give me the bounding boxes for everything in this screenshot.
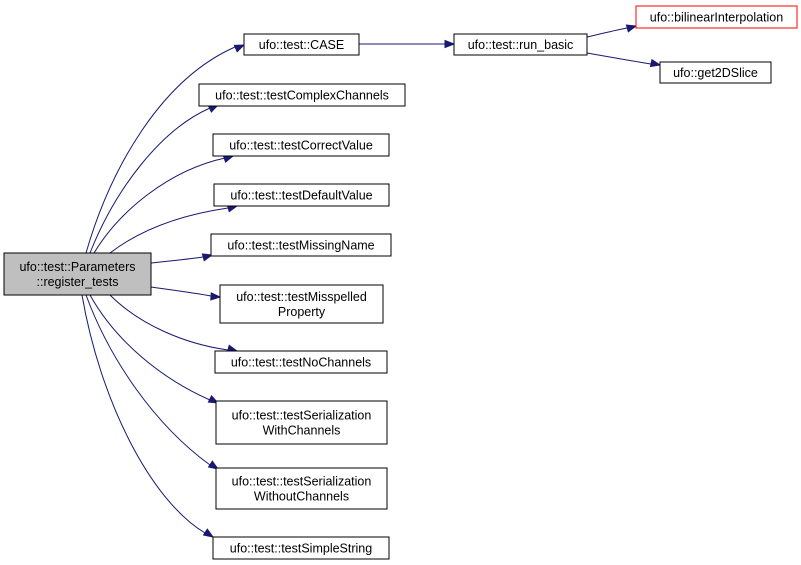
- edge-to-serwith: [89, 294, 211, 401]
- node-box-get2d[interactable]: [659, 61, 772, 84]
- node-box-serwith[interactable]: [215, 400, 388, 445]
- arrowhead-case: [233, 44, 246, 53]
- edge-to-bilinear: [586, 27, 628, 38]
- arrowhead-missingname: [201, 253, 214, 262]
- node-box-run_basic[interactable]: [453, 33, 588, 56]
- node-default[interactable]: ufo::test::testDefaultValue: [213, 183, 390, 207]
- node-label-simplestring: ufo::test::testSimpleString: [230, 542, 372, 556]
- edge-to-misspelled: [150, 286, 212, 297]
- node-box-default[interactable]: [213, 183, 390, 207]
- arrowhead-get2d: [649, 58, 662, 68]
- node-nochannels[interactable]: ufo::test::testNoChannels: [214, 350, 388, 374]
- node-label-serwithout: WithoutChannels: [254, 490, 349, 504]
- node-root[interactable]: ufo::test::Parameters::register_tests: [3, 252, 152, 296]
- edge-to-serwithout: [85, 294, 211, 466]
- node-label-run_basic: ufo::test::run_basic: [468, 38, 574, 52]
- node-label-default: ufo::test::testDefaultValue: [230, 189, 372, 203]
- node-label-serwith: WithChannels: [263, 424, 341, 438]
- node-correct[interactable]: ufo::test::testCorrectValue: [212, 133, 390, 157]
- node-label-bilinear: ufo::bilinearInterpolation: [650, 11, 783, 25]
- node-box-simplestring[interactable]: [212, 536, 390, 560]
- edge-to-correct: [93, 157, 226, 254]
- edge-to-complex: [89, 107, 211, 254]
- node-missingname[interactable]: ufo::test::testMissingName: [210, 233, 392, 257]
- node-label-complex: ufo::test::testComplexChannels: [215, 89, 389, 103]
- node-box-root[interactable]: [3, 252, 152, 296]
- arrowhead-serwithout: [207, 460, 220, 470]
- node-serwithout[interactable]: ufo::test::testSerializationWithoutChann…: [215, 467, 388, 510]
- node-label-misspelled: ufo::test::testMisspelled: [236, 290, 367, 304]
- node-label-get2d: ufo::get2DSlice: [673, 66, 758, 80]
- edge-to-nochannels: [109, 294, 229, 351]
- node-simplestring[interactable]: ufo::test::testSimpleString: [212, 536, 390, 560]
- node-label-serwithout: ufo::test::testSerialization: [232, 475, 372, 489]
- node-label-nochannels: ufo::test::testNoChannels: [231, 356, 371, 370]
- node-label-serwith: ufo::test::testSerialization: [232, 409, 372, 423]
- arrowhead-run_basic: [444, 39, 456, 49]
- arrowhead-simplestring: [202, 528, 215, 538]
- node-complex[interactable]: ufo::test::testComplexChannels: [198, 83, 406, 107]
- arrowhead-misspelled: [210, 292, 222, 301]
- node-label-root: ufo::test::Parameters: [19, 260, 135, 274]
- edge-to-missingname: [150, 256, 204, 264]
- edge-to-default: [109, 207, 229, 254]
- node-box-nochannels[interactable]: [214, 350, 388, 374]
- node-label-missingname: ufo::test::testMissingName: [227, 239, 374, 253]
- call-edges: [81, 24, 662, 538]
- arrowhead-correct: [222, 154, 235, 164]
- node-box-misspelled[interactable]: [219, 284, 384, 324]
- node-get2d[interactable]: ufo::get2DSlice: [659, 61, 772, 84]
- node-bilinear[interactable]: ufo::bilinearInterpolation: [635, 5, 798, 29]
- edge-to-simplestring: [81, 294, 206, 534]
- node-label-correct: ufo::test::testCorrectValue: [229, 139, 373, 153]
- node-box-complex[interactable]: [198, 83, 406, 107]
- node-label-misspelled: Property: [278, 305, 326, 319]
- node-box-bilinear[interactable]: [635, 5, 798, 29]
- node-box-serwithout[interactable]: [215, 467, 388, 510]
- node-label-root: ::register_tests: [37, 275, 119, 289]
- node-label-case: ufo::test::CASE: [259, 38, 344, 52]
- edge-to-get2d: [586, 52, 652, 65]
- node-box-correct[interactable]: [212, 133, 390, 157]
- edge-to-case: [85, 46, 236, 254]
- node-case[interactable]: ufo::test::CASE: [243, 33, 360, 56]
- node-run_basic[interactable]: ufo::test::run_basic: [453, 33, 588, 56]
- node-box-case[interactable]: [243, 33, 360, 56]
- call-nodes: ufo::test::Parameters::register_testsufo…: [3, 5, 798, 560]
- arrowhead-bilinear: [625, 24, 638, 33]
- node-box-missingname[interactable]: [210, 233, 392, 257]
